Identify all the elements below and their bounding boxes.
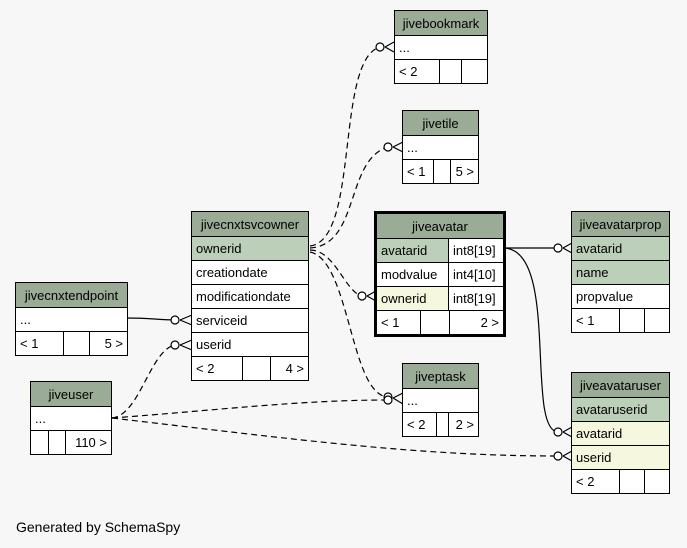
- children-count: 4 >: [270, 357, 308, 380]
- parents-count: < 2: [403, 413, 436, 436]
- children-count: 110 >: [65, 431, 111, 454]
- column-row: ...: [395, 36, 487, 59]
- table-jiveptask[interactable]: jiveptask ... < 2 2 >: [402, 363, 479, 437]
- children-count: 2 >: [449, 311, 503, 334]
- generated-by-label: Generated by SchemaSpy: [16, 519, 181, 535]
- optional-marker: [553, 243, 563, 253]
- table-jivecnxtendpoint[interactable]: jivecnxtendpoint ... < 1 5 >: [15, 282, 128, 356]
- children-count: 5 >: [450, 160, 478, 183]
- link-endpoint-serviceid: [126, 317, 176, 321]
- column-row: ...: [31, 407, 111, 430]
- link-user-userid: [111, 344, 176, 419]
- footer-spacer: [436, 413, 448, 436]
- children-count: [644, 309, 669, 332]
- children-count: 2 >: [448, 413, 478, 436]
- table-header: jivecnxtsvcowner: [192, 212, 308, 236]
- crowfoot-marker: [384, 41, 395, 53]
- footer-spacer: [420, 311, 449, 334]
- optional-marker: [170, 340, 180, 350]
- optional-marker: [170, 315, 180, 325]
- table-header: jivebookmark: [395, 11, 487, 35]
- optional-marker: [357, 291, 367, 301]
- column-name: ownerid: [377, 287, 448, 310]
- table-header: jiveptask: [403, 364, 478, 388]
- footer-spacer: [242, 357, 270, 380]
- column-type: int8[19]: [448, 239, 503, 262]
- column-row: ...: [403, 136, 478, 159]
- table-jiveavatar[interactable]: jiveavatar avatarid int8[19] modvalue in…: [374, 211, 506, 337]
- column-row: serviceid: [192, 309, 308, 332]
- crowfoot-marker: [562, 426, 573, 438]
- table-jiveavatarprop[interactable]: jiveavatarprop avatarid name propvalue <…: [571, 211, 670, 333]
- optional-marker: [375, 42, 385, 52]
- footer-spacer: [619, 309, 644, 332]
- crowfoot-marker: [392, 141, 404, 153]
- children-count: 5 >: [89, 332, 127, 355]
- link-ownerid-bookmark: [309, 46, 381, 247]
- column-row: ownerid: [192, 237, 308, 260]
- parents-count: < 1: [403, 160, 433, 183]
- link-ownerid-avatar: [309, 249, 363, 297]
- column-row: propvalue: [572, 285, 669, 308]
- parents-count: < 1: [16, 332, 63, 355]
- parents-count: < 2: [192, 357, 242, 380]
- table-header: jivecnxtendpoint: [16, 283, 127, 307]
- optional-marker: [383, 395, 393, 405]
- column-name: modvalue: [377, 263, 448, 286]
- table-jivecnxtsvcowner[interactable]: jivecnxtsvcowner ownerid creationdate mo…: [191, 211, 309, 381]
- column-type: int8[19]: [448, 287, 503, 310]
- footer-spacer: [48, 431, 65, 454]
- children-count: [461, 60, 487, 83]
- column-row: name: [572, 261, 669, 284]
- table-header: jiveavataruser: [572, 373, 669, 397]
- column-type: int4[10]: [448, 263, 503, 286]
- table-header: jiveavatar: [377, 214, 503, 238]
- link-ownerid-tile: [309, 146, 389, 249]
- crowfoot-marker: [179, 339, 193, 351]
- column-row: creationdate: [192, 261, 308, 284]
- optional-marker: [553, 427, 563, 437]
- footer-spacer: [63, 332, 89, 355]
- column-row: userid: [572, 446, 669, 469]
- footer-spacer: [619, 470, 644, 493]
- footer-spacer: [439, 60, 461, 83]
- table-jivebookmark[interactable]: jivebookmark ... < 2: [394, 10, 488, 84]
- table-header: jiveavatarprop: [572, 212, 669, 236]
- optional-marker: [553, 451, 563, 461]
- table-jivetile[interactable]: jivetile ... < 1 5 >: [402, 110, 479, 184]
- column-name: avatarid: [377, 239, 448, 262]
- parents-count: [31, 431, 48, 454]
- link-user-ptask: [111, 399, 389, 419]
- table-header: jiveuser: [31, 382, 111, 406]
- table-jiveavataruser[interactable]: jiveavataruser avataruserid avatarid use…: [571, 372, 670, 494]
- table-header: jivetile: [403, 111, 478, 135]
- link-avatarid-avataruser: [503, 247, 559, 433]
- children-count: [644, 470, 669, 493]
- parents-count: < 2: [395, 60, 439, 83]
- crowfoot-marker: [392, 392, 404, 405]
- column-row: ...: [16, 308, 127, 331]
- footer-spacer: [433, 160, 450, 183]
- crowfoot-marker: [562, 242, 573, 254]
- crowfoot-marker: [562, 450, 573, 462]
- crowfoot-marker: [179, 314, 193, 326]
- column-row: ...: [403, 389, 478, 412]
- link-ownerid-ptask: [309, 251, 389, 398]
- table-jiveuser[interactable]: jiveuser ... 110 >: [30, 381, 112, 455]
- parents-count: < 2: [572, 470, 619, 493]
- column-row: avatarid: [572, 237, 669, 260]
- column-row: avatarid: [572, 422, 669, 445]
- column-row: userid: [192, 333, 308, 356]
- parents-count: < 1: [377, 311, 420, 334]
- column-row: modificationdate: [192, 285, 308, 308]
- link-user-avataruser: [111, 417, 559, 457]
- parents-count: < 1: [572, 309, 619, 332]
- column-row: avataruserid: [572, 398, 669, 421]
- optional-marker: [383, 142, 393, 152]
